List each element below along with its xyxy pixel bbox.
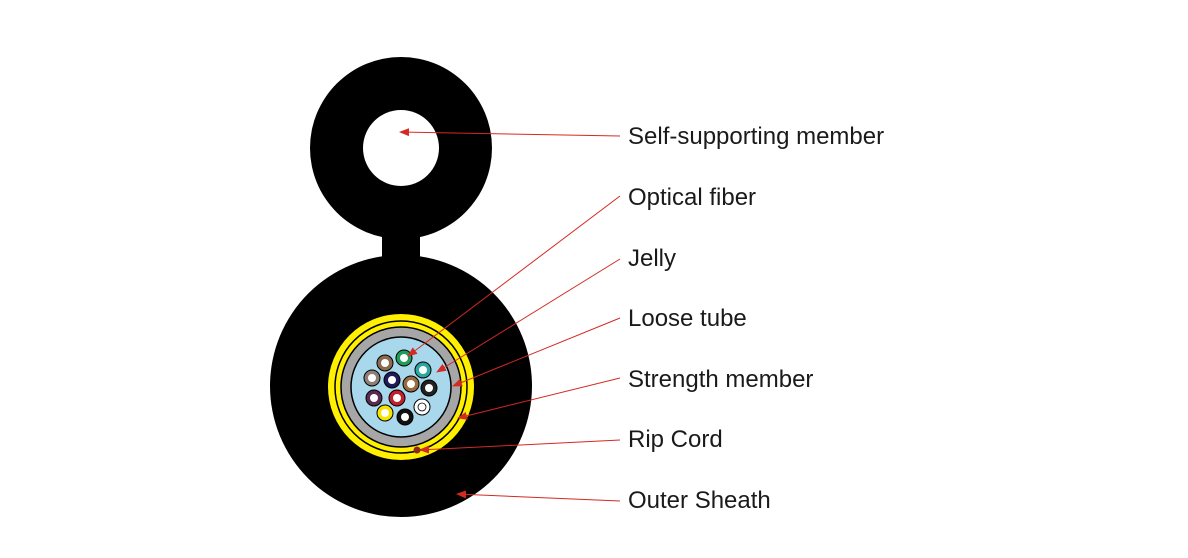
leader-strength-member: [457, 377, 621, 420]
fiber-red: [388, 389, 406, 407]
fiber-black-2: [396, 408, 414, 426]
label-loose-tube: Loose tube: [628, 305, 747, 332]
main-cable-section: [270, 255, 532, 517]
leader-outer-sheath: [456, 490, 621, 502]
fiber-gray: [363, 369, 381, 387]
leader-jelly: [436, 258, 621, 373]
leader-rip-cord: [419, 439, 621, 454]
leader-self-supporting-member: [399, 128, 621, 137]
label-self-supporting-member: Self-supporting member: [628, 123, 884, 150]
fiber-purple: [365, 389, 383, 407]
fiber-teal: [414, 361, 432, 379]
leader-optical-fiber: [407, 195, 621, 357]
leader-lines: [399, 128, 621, 502]
label-outer-sheath: Outer Sheath: [628, 487, 771, 514]
self-supporting-member-wire: [363, 110, 439, 186]
fiber-navy: [383, 371, 401, 389]
fiber-brown: [376, 354, 394, 372]
fiber-white: [413, 398, 431, 416]
leader-loose-tube: [452, 317, 621, 387]
optical-fibers: [363, 349, 438, 426]
label-optical-fiber: Optical fiber: [628, 184, 756, 211]
label-strength-member: Strength member: [628, 366, 813, 393]
labels: Self-supporting member Optical fiber Jel…: [628, 123, 884, 514]
fiber-yellow: [376, 404, 394, 422]
fiber-green: [395, 349, 413, 367]
strength-member-inner-line: [334, 320, 468, 454]
rip-cord: [413, 446, 421, 454]
label-rip-cord: Rip Cord: [628, 426, 723, 453]
fiber-black: [420, 379, 438, 397]
label-jelly: Jelly: [628, 245, 676, 272]
fiber-brown-2: [402, 375, 420, 393]
messenger-section: [310, 57, 492, 268]
